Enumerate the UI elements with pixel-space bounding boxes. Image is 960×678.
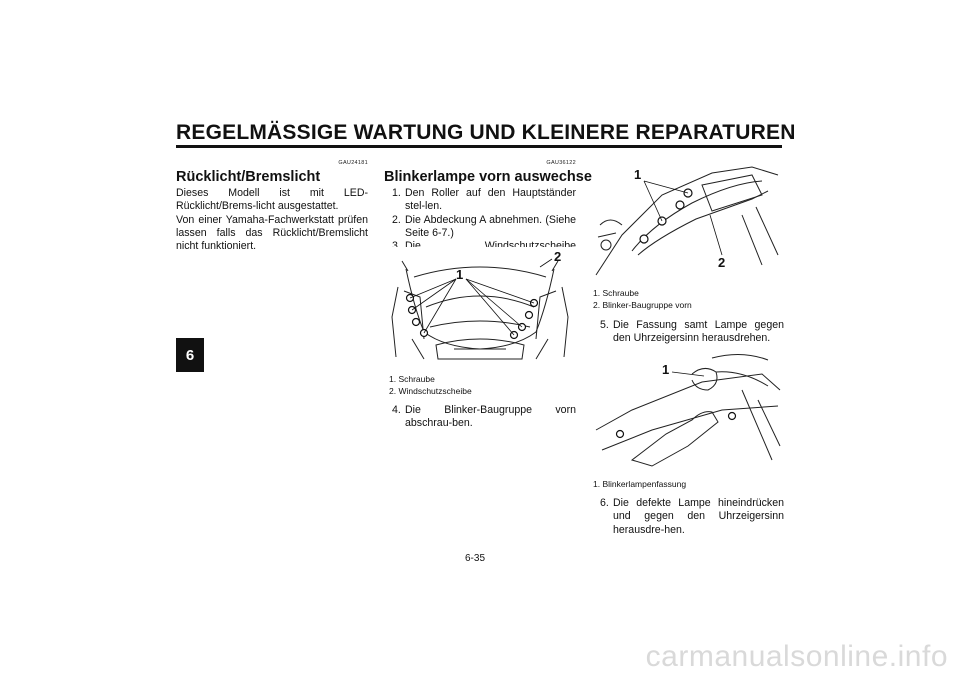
step-item: 2.Die Abdeckung A abnehmen. (Siehe Seite… (392, 213, 576, 240)
step-item: 6.Die defekte Lampe hineindrücken und ge… (600, 497, 784, 536)
step-item: 5.Die Fassung samt Lampe gegen den Uhrze… (600, 319, 784, 345)
section-code: GAU24181 (338, 160, 368, 166)
left-column: GAU24181 Rücklicht/Bremslicht Dieses Mod… (176, 157, 368, 254)
figure-label-1: 1 (662, 362, 669, 377)
caption: 2. Blinker-Baugruppe vorn (593, 300, 692, 310)
caption: 2. Windschutzscheibe (389, 386, 472, 396)
figure-captions: 1. Schraube 2. Windschutzscheibe (389, 373, 579, 397)
figure-label-2: 2 (718, 255, 725, 270)
figure-label-1: 1 (456, 267, 463, 282)
header-rule (176, 145, 782, 148)
watermark: carmanualsonline.info (645, 640, 948, 673)
caption: 1. Schraube (593, 288, 639, 298)
bulb-socket-figure: 1 (592, 350, 784, 472)
paragraph: Dieses Modell ist mit LED-Rücklicht/Brem… (176, 186, 368, 213)
middle-step-4: 4.Die Blinker-Baugruppe vorn abschrau-be… (384, 404, 576, 431)
right-step-5: 5.Die Fassung samt Lampe gegen den Uhrze… (592, 319, 784, 346)
right-step-6: 6.Die defekte Lampe hineindrücken und ge… (592, 497, 784, 537)
turn-signal-assembly-figure: 1 2 (592, 155, 784, 280)
section-heading: Rücklicht/Bremslicht (176, 169, 321, 186)
chapter-tab: 6 (176, 338, 204, 372)
caption: 1. Schraube (389, 374, 435, 384)
figure-captions: 1. Schraube 2. Blinker-Baugruppe vorn (593, 287, 783, 311)
paragraph: Von einer Yamaha-Fachwerkstatt prüfen la… (176, 213, 368, 253)
step-item: 1.Den Roller auf den Hauptständer stel-l… (392, 186, 576, 213)
figure-captions: 1. Blinkerlampenfassung (593, 478, 783, 490)
step-item: 4.Die Blinker-Baugruppe vorn abschrau-be… (392, 404, 576, 430)
figure-label-1: 1 (634, 167, 641, 182)
section-heading: Blinkerlampe vorn auswechseln (384, 169, 605, 186)
page-number: 6-35 (465, 553, 486, 564)
figure-label-2: 2 (554, 249, 561, 264)
screw-markers (405, 293, 539, 340)
windscreen-figure: 1 2 (384, 247, 576, 365)
page-header-title: REGELMÄSSIGE WARTUNG UND KLEINERE REPARA… (176, 121, 796, 144)
section-code: GAU36122 (546, 160, 576, 166)
caption: 1. Blinkerlampenfassung (593, 479, 687, 489)
